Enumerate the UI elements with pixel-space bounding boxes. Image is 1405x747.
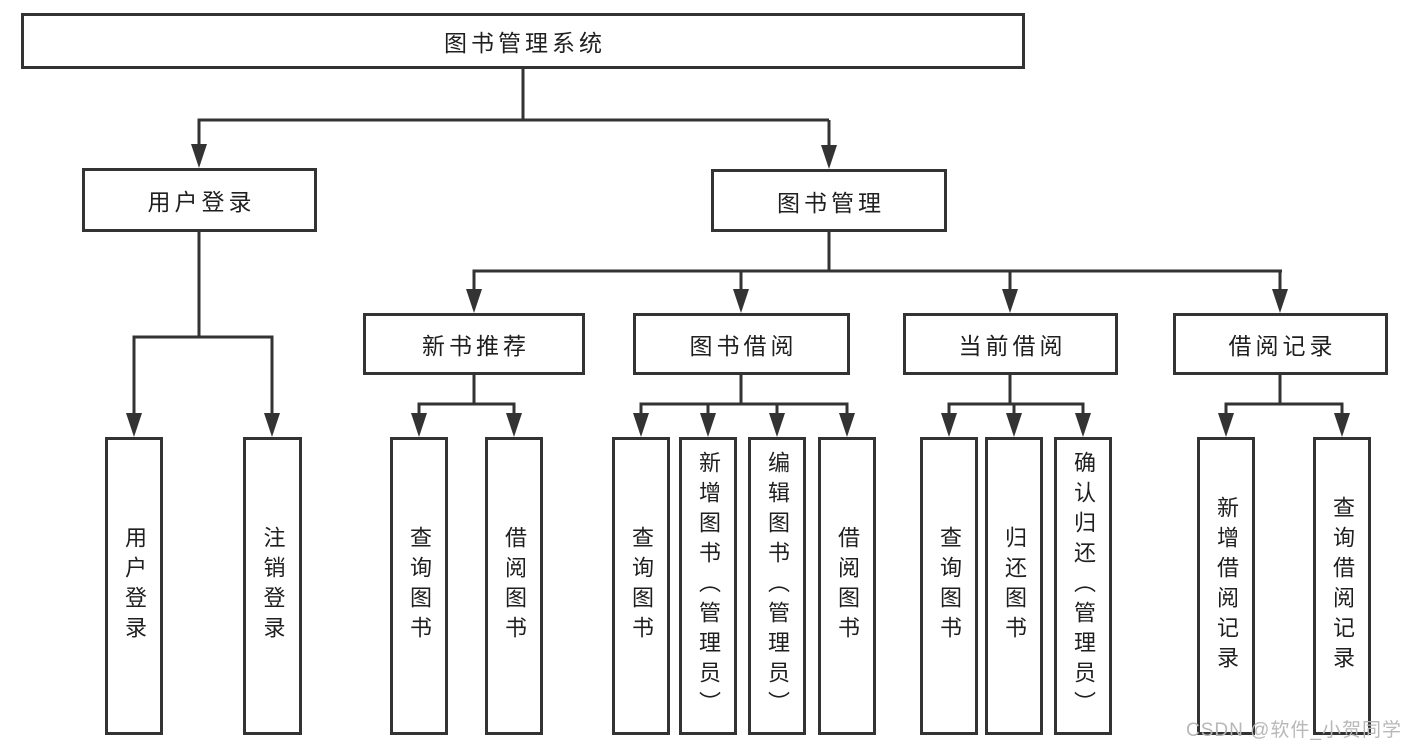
node-leaf-add-borrow-record-label: 新增借阅记录 (1214, 496, 1239, 676)
node-leaf-query-books-2-label: 查询图书 (629, 526, 654, 646)
node-new-book-recommend-label: 新书推荐 (422, 333, 530, 359)
node-leaf-edit-book-admin: 编辑图书（管理员） (748, 437, 806, 735)
node-leaf-borrow-books-1: 借阅图书 (485, 437, 543, 735)
node-leaf-logout: 注销登录 (243, 437, 302, 735)
node-borrow-records: 借阅记录 (1173, 313, 1388, 375)
node-new-book-recommend: 新书推荐 (363, 313, 585, 375)
node-leaf-borrow-books-2-label: 借阅图书 (835, 526, 860, 646)
node-user-login-label: 用户登录 (147, 189, 256, 215)
node-leaf-logout-label: 注销登录 (260, 526, 286, 646)
node-current-borrow: 当前借阅 (903, 313, 1118, 375)
node-current-borrow-label: 当前借阅 (958, 333, 1067, 359)
node-root: 图书管理系统 (21, 13, 1025, 69)
node-leaf-confirm-return-admin-label: 确认归还（管理员） (1071, 451, 1096, 721)
node-leaf-add-book-admin: 新增图书（管理员） (679, 437, 737, 735)
node-book-borrow-label: 图书借阅 (689, 333, 798, 359)
node-leaf-return-book: 归还图书 (985, 437, 1043, 735)
node-leaf-user-login-label: 用户登录 (122, 526, 147, 646)
node-leaf-user-login: 用户登录 (105, 437, 163, 735)
node-book-borrow: 图书借阅 (633, 313, 850, 375)
node-leaf-return-book-label: 归还图书 (1002, 526, 1027, 646)
node-leaf-edit-book-admin-label: 编辑图书（管理员） (765, 451, 790, 721)
node-book-management: 图书管理 (711, 169, 947, 232)
arrowhead-icons (126, 144, 1350, 437)
node-leaf-query-books-1: 查询图书 (390, 437, 448, 735)
node-leaf-query-books-3: 查询图书 (920, 437, 978, 735)
node-leaf-confirm-return-admin: 确认归还（管理员） (1054, 437, 1112, 735)
node-leaf-borrow-books-1-label: 借阅图书 (502, 526, 527, 646)
node-book-management-label: 图书管理 (777, 189, 885, 216)
node-leaf-query-borrow-record: 查询借阅记录 (1313, 437, 1371, 735)
node-root-label: 图书管理系统 (444, 30, 606, 56)
node-leaf-query-books-2: 查询图书 (612, 437, 670, 735)
node-leaf-add-borrow-record: 新增借阅记录 (1197, 437, 1255, 735)
node-borrow-records-label: 借阅记录 (1228, 333, 1337, 359)
node-user-login: 用户登录 (82, 168, 317, 232)
watermark: CSDN @软件_小贺同学 (1186, 720, 1402, 741)
node-leaf-query-borrow-record-label: 查询借阅记录 (1330, 496, 1355, 676)
node-leaf-add-book-admin-label: 新增图书（管理员） (696, 451, 721, 721)
node-leaf-query-books-1-label: 查询图书 (407, 526, 432, 646)
node-leaf-borrow-books-2: 借阅图书 (818, 437, 876, 735)
node-leaf-query-books-3-label: 查询图书 (937, 526, 962, 646)
